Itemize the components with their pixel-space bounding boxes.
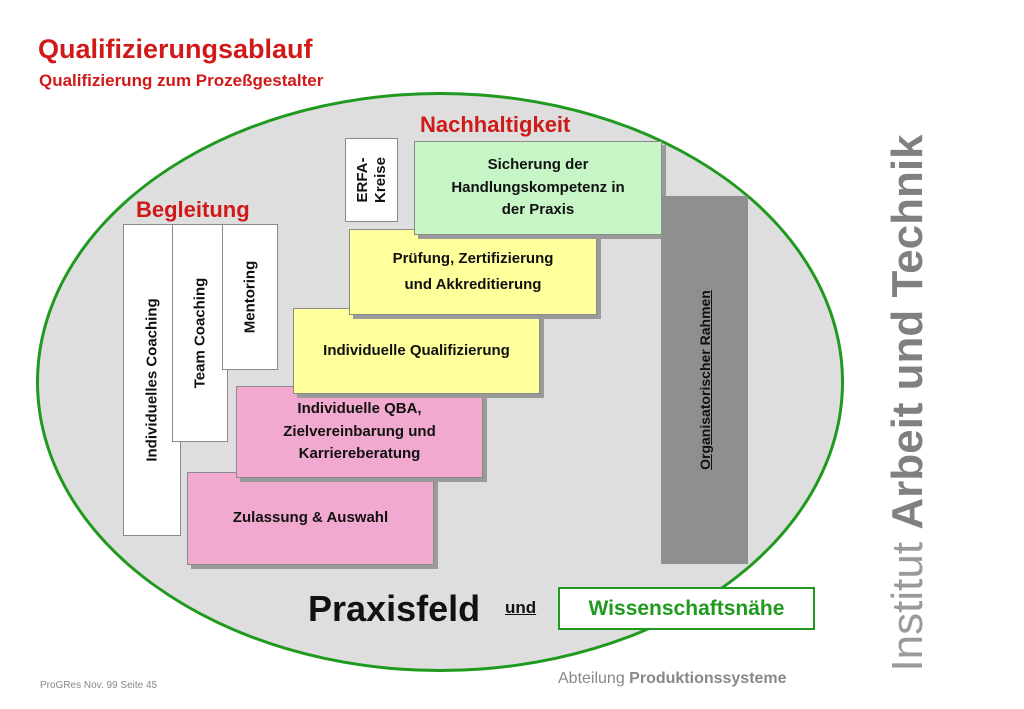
support-label: Team Coaching — [191, 277, 209, 389]
support-individuelles-coaching: Individuelles Coaching — [123, 224, 181, 536]
support-label: Individuelles Coaching — [143, 298, 161, 462]
step-qba: Individuelle QBA, Zielvereinbarung und K… — [236, 386, 483, 478]
step-sicherung: Sicherung der Handlungskompetenz in der … — [414, 141, 662, 235]
step-label: Sicherung der Handlungskompetenz in der … — [451, 156, 625, 219]
institut-name: Arbeit und Technik — [883, 134, 932, 530]
step-label: Individuelle Qualifizierung — [323, 341, 510, 359]
wissenschaftsnaehe-label: Wissenschaftsnähe — [588, 596, 785, 620]
begleitung-label: Begleitung — [136, 197, 250, 222]
step-pruefung: Prüfung, Zertifizierung und Akkreditieru… — [349, 229, 597, 315]
erfa-label: ERFA- Kreise — [353, 157, 389, 203]
footer-page-info: ProGRes Nov. 99 Seite 45 — [40, 680, 158, 691]
page-subtitle: Qualifizierung zum Prozeßgestalter — [39, 71, 324, 90]
org-frame-bar: Organisatorischer Rahmen — [661, 196, 748, 564]
support-mentoring: Mentoring — [222, 224, 278, 370]
org-frame-label: Organisatorischer Rahmen — [696, 290, 713, 470]
erfa-box: ERFA- Kreise — [345, 138, 398, 222]
support-team-coaching: Team Coaching — [172, 224, 228, 442]
page-title: Qualifizierungsablauf — [38, 34, 313, 64]
step-label: Individuelle QBA, Zielvereinbarung und K… — [283, 400, 436, 463]
nachhaltigkeit-label: Nachhaltigkeit — [420, 112, 571, 137]
institut-branding: Institut Arbeit und Technik — [883, 134, 933, 671]
footer-department-prefix: Abteilung — [558, 670, 625, 687]
footer-department: Abteilung Produktionssysteme — [558, 670, 787, 688]
step-zulassung: Zulassung & Auswahl — [187, 472, 434, 565]
step-qualifizierung: Individuelle Qualifizierung — [293, 308, 540, 394]
step-label: Prüfung, Zertifizierung und Akkreditieru… — [392, 249, 554, 293]
step-label: Zulassung & Auswahl — [232, 509, 389, 527]
wissenschaftsnaehe-box: Wissenschaftsnähe — [558, 587, 815, 630]
institut-prefix: Institut — [883, 541, 932, 672]
und-label: und — [505, 598, 537, 617]
praxisfeld-label: Praxisfeld — [308, 588, 481, 629]
footer-department-name: Produktionssysteme — [629, 670, 787, 687]
support-label: Mentoring — [241, 260, 259, 334]
